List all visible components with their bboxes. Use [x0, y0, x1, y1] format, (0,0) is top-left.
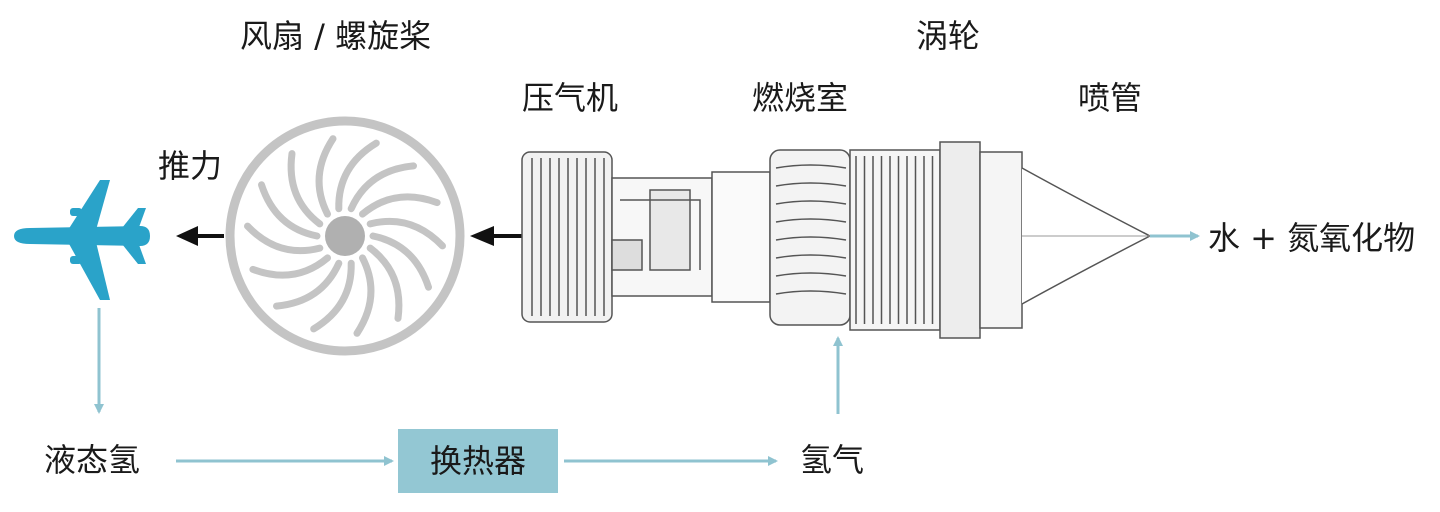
fan-blade [258, 181, 321, 240]
heat-exchanger-label: 换热器 [429, 442, 526, 480]
fan-blade [366, 217, 446, 250]
hydrogen-gas-label: 氢气 [800, 441, 865, 479]
fan-blade [366, 244, 403, 322]
fan-blade [244, 222, 324, 255]
combustor-label: 燃烧室 [752, 79, 849, 117]
fan-blade [353, 254, 375, 337]
fan-blade [315, 135, 337, 218]
combustor-pipe [775, 272, 847, 277]
fan-label: 风扇 / 螺旋桨 [240, 17, 432, 55]
fan-blade [287, 150, 324, 228]
turbine-label: 涡轮 [916, 17, 981, 55]
fan-blade [359, 193, 441, 218]
fan-blade [335, 139, 380, 213]
fan-blade [310, 259, 355, 333]
combustor-pipe [775, 236, 847, 241]
fan-blade [347, 162, 417, 213]
combustor-pipe [775, 200, 847, 205]
compressor-label: 压气机 [522, 79, 619, 117]
engine-to-fan-arrow [470, 226, 522, 246]
fan-blade [249, 254, 331, 279]
liquid-hydrogen-label: 液态氢 [44, 441, 141, 479]
combustor-pipe [775, 164, 847, 169]
fan-blade [369, 232, 432, 291]
turbofan-engine-icon [521, 141, 1152, 339]
heat-exchanger-box: 换热器 [398, 429, 558, 493]
combustor-pipe [775, 290, 847, 295]
combustor-pipe [775, 254, 847, 259]
thrust-arrow [176, 226, 224, 246]
combustor-pipe [775, 218, 847, 223]
exhaust-label: 水 + 氮氧化物 [1208, 219, 1416, 257]
airplane-icon [14, 180, 150, 300]
thrust-label: 推力 [158, 147, 223, 185]
combustor-pipe [775, 182, 847, 187]
fan-icon [225, 116, 465, 356]
nozzle-label: 喷管 [1078, 79, 1143, 117]
fan-blade [273, 259, 343, 310]
